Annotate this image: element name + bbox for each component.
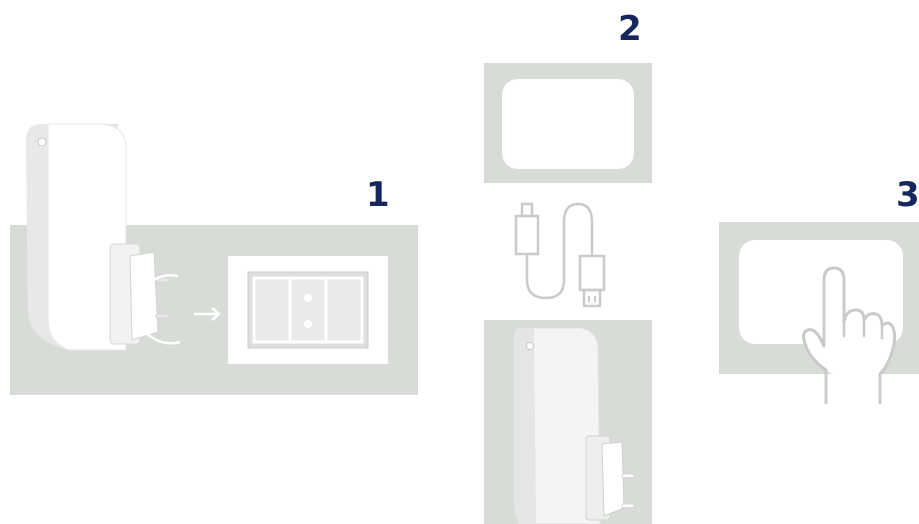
screen-icon: [484, 63, 652, 183]
power-outlet-icon: [228, 256, 388, 364]
step-1-number: 1: [366, 178, 390, 212]
usb-cable-icon: [512, 196, 612, 312]
step-3-number: 3: [896, 178, 919, 212]
extender-device-icon-step-2: [484, 320, 652, 524]
step-2-number: 2: [618, 12, 642, 46]
pointing-hand-icon: [790, 264, 900, 404]
arrow-right-icon: [128, 268, 228, 348]
